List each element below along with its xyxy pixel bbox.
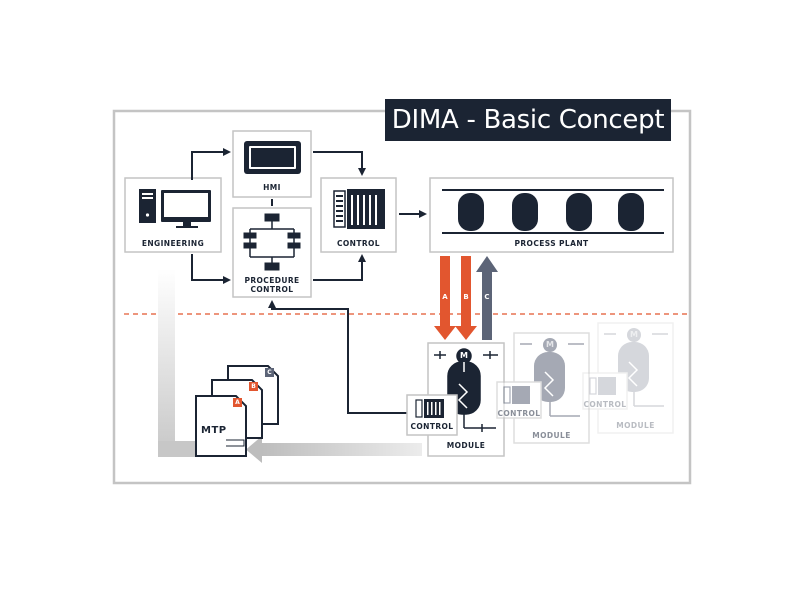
mtp-label: MTP (201, 425, 227, 436)
motor-symbol-3: M (630, 330, 638, 339)
hmi-screen-icon (244, 141, 301, 174)
module-2-control-label: CONTROL (497, 409, 541, 418)
procedure-label-line2: CONTROL (250, 285, 294, 294)
module-control-label: CONTROL (410, 422, 454, 431)
computer-icon (139, 189, 211, 228)
connection-arrow-b (455, 256, 477, 340)
engineering-box (124, 177, 222, 253)
module-3-control-label: CONTROL (583, 400, 627, 409)
mtp-document-a (195, 395, 247, 457)
process-plant-label: PROCESS PLANT (514, 239, 589, 248)
connection-arrow-a (434, 256, 456, 340)
control-box (320, 177, 397, 253)
plc-icon (333, 189, 385, 229)
return-gray-arrow (149, 254, 422, 463)
procedure-control-box (232, 207, 312, 298)
process-plant-box (429, 177, 674, 253)
module-3-box (582, 322, 674, 434)
dark-arrows (191, 148, 427, 414)
mtp-doc-letter-a: A (235, 399, 240, 406)
module-control-box (406, 394, 458, 436)
connection-label-c: C (484, 293, 490, 301)
module-2-box (496, 332, 590, 444)
motor-symbol: M (460, 351, 468, 360)
hmi-box (232, 130, 312, 198)
motor-symbol-2: M (546, 340, 554, 349)
module-2-label: MODULE (532, 431, 571, 440)
module-label: MODULE (446, 441, 486, 450)
connection-arrow-c (476, 256, 498, 340)
module-3-label: MODULE (616, 421, 655, 430)
connection-label-a: A (442, 293, 448, 301)
connection-label-b: B (463, 293, 469, 301)
engineering-label: ENGINEERING (141, 239, 205, 248)
diagram-title: DIMA - Basic Concept (385, 99, 671, 141)
mtp-doc-letter-b: B (251, 383, 256, 390)
flowchart-icon (243, 213, 301, 271)
procedure-label-line1: PROCEDURE (244, 276, 300, 285)
hmi-label: HMI (263, 183, 281, 192)
mtp-documents (195, 365, 279, 457)
control-label: CONTROL (336, 239, 380, 248)
mtp-doc-letter-c: C (267, 369, 272, 376)
plant-vessels (458, 193, 644, 231)
